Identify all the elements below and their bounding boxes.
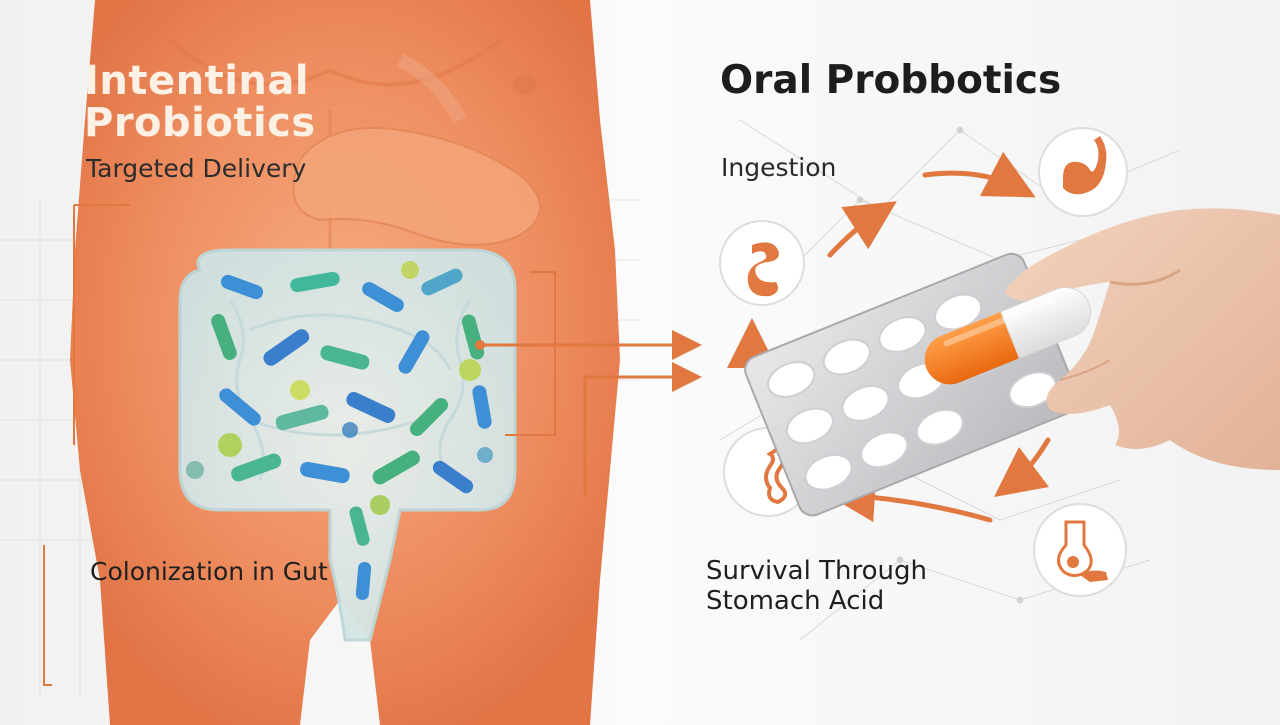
left-connector-lines xyxy=(43,204,556,686)
stomach-icon xyxy=(1063,136,1107,195)
stomach-organ xyxy=(292,127,541,246)
bacteria-cluster xyxy=(186,261,493,600)
icon-circle-flask xyxy=(1033,503,1127,597)
right-title: Oral Probbotics xyxy=(720,58,1062,103)
hand-illustration xyxy=(1005,208,1280,471)
capsule-icon xyxy=(924,287,1092,385)
label-colonization: Colonization in Gut xyxy=(90,557,328,586)
left-title-line2: Probiotics xyxy=(84,100,316,146)
intestine-illustration xyxy=(178,248,517,642)
label-survival-line1: Survival Through xyxy=(706,556,927,586)
intestine-icon xyxy=(747,242,779,297)
connection-arrows xyxy=(480,330,702,495)
hand-icon xyxy=(1080,570,1108,582)
icon-circle-stomach-top xyxy=(1038,127,1128,217)
icon-circle-intestine-left xyxy=(719,220,805,306)
flask-icon xyxy=(1057,520,1093,577)
label-survival: Survival Through Stomach Acid xyxy=(706,556,927,616)
intestine-icon-2 xyxy=(764,447,788,505)
left-title-line1: Intentinal xyxy=(84,58,310,104)
left-title: Intentinal Probiotics xyxy=(84,60,316,144)
label-targeted-delivery: Targeted Delivery xyxy=(86,154,307,183)
label-survival-line2: Stomach Acid xyxy=(706,586,885,616)
label-ingestion: Ingestion xyxy=(721,153,837,182)
